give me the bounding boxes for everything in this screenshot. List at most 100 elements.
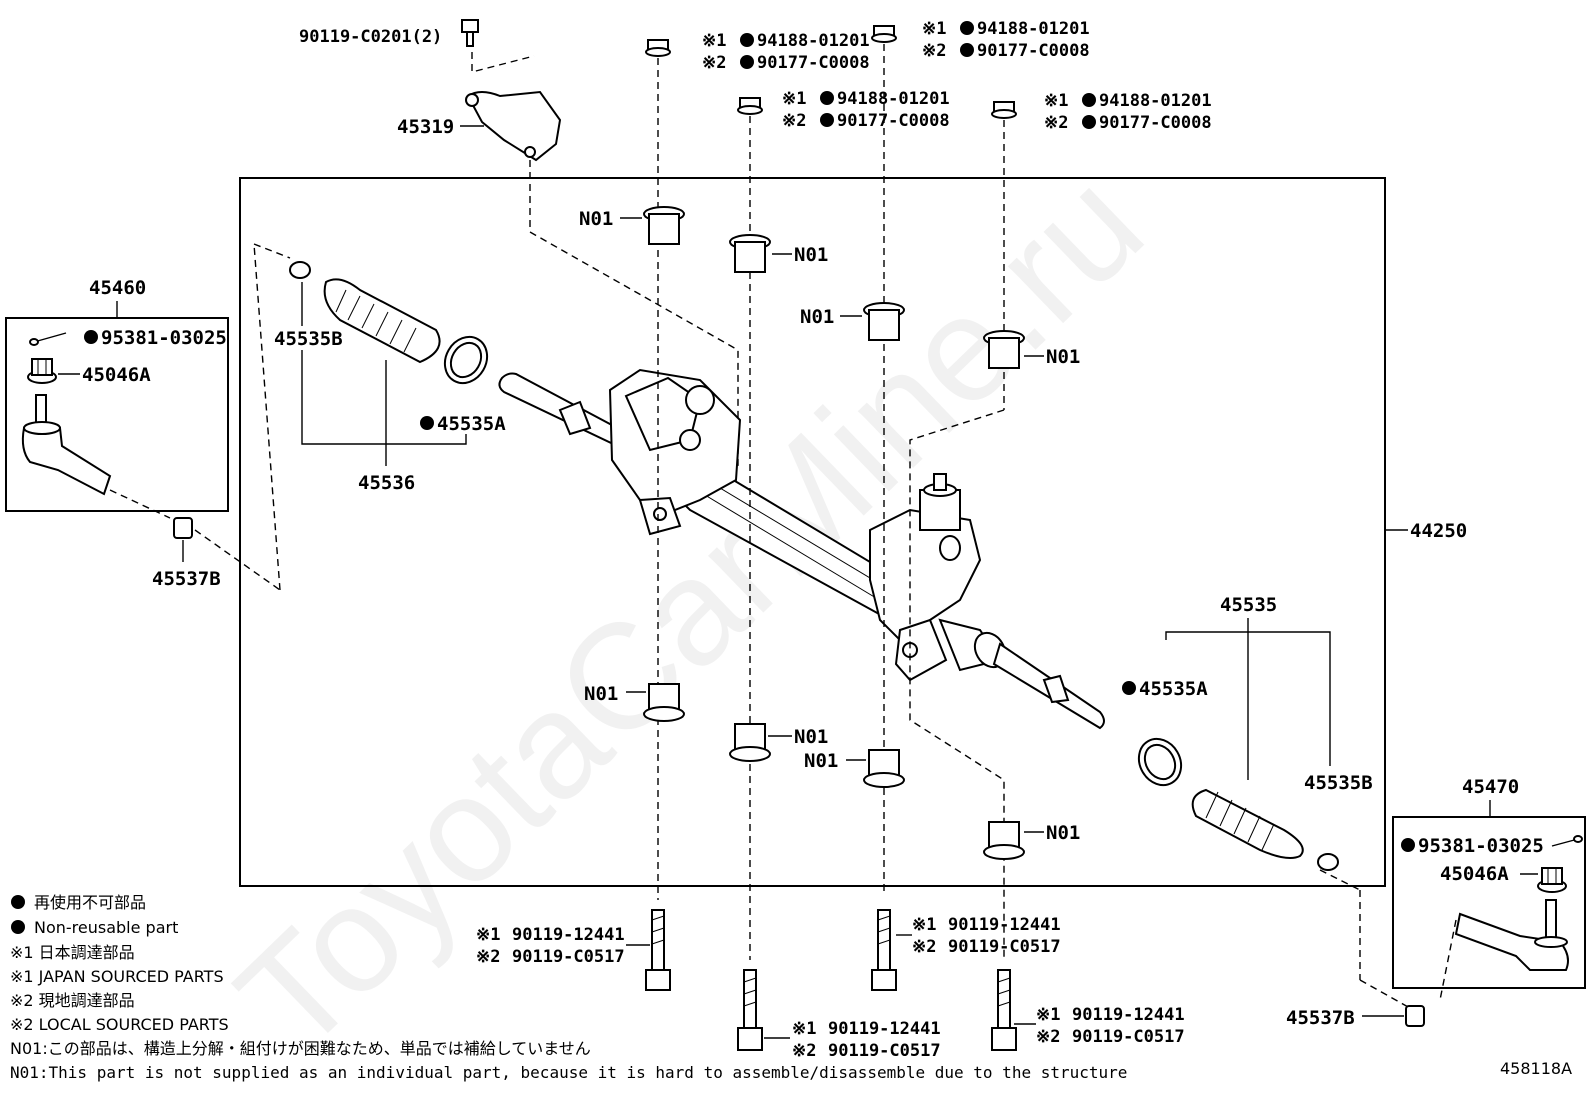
nonreusable-mark-icon: [11, 920, 25, 934]
bolt4-local-mark: ※2: [1036, 1027, 1060, 1047]
right-plug-number[interactable]: 45537B: [1286, 1007, 1355, 1029]
bolt1-jp-number[interactable]: 90119-12441: [512, 925, 625, 945]
nonreusable-mark-icon: [820, 113, 834, 127]
bushing-icon: [863, 302, 905, 341]
nut-icon: [645, 39, 671, 57]
nut4-jp-mark: ※1: [1044, 91, 1068, 111]
legend: 再使用不可部品 Non-reusable part ※1 日本調達部品 ※1 J…: [10, 893, 1127, 1082]
left-tie-rod-end-icon: [21, 394, 112, 496]
bolt-icon: [645, 909, 671, 991]
nut-icon: [871, 25, 897, 43]
assembly-frame: [239, 177, 1386, 887]
left-boot-clip-number[interactable]: 45535B: [274, 328, 343, 350]
right-boot-clamp-icon: [1137, 737, 1183, 787]
nonreusable-mark-icon: [740, 33, 754, 47]
bushing-label[interactable]: N01: [584, 683, 618, 705]
bushing-label[interactable]: N01: [1046, 346, 1080, 368]
nut4-jp-number[interactable]: 94188-01201: [1099, 91, 1212, 111]
bolt1-local-mark: ※2: [476, 947, 500, 967]
right-boot-clip-number[interactable]: 45535B: [1304, 772, 1373, 794]
bushing-icon: [983, 330, 1025, 369]
nut-icon: [991, 101, 1017, 119]
left-tie-rod-number[interactable]: 45460: [89, 277, 146, 299]
nonreusable-mark-icon: [960, 21, 974, 35]
nut3-local-number[interactable]: 90177-C0008: [977, 41, 1090, 61]
right-tie-rod-number[interactable]: 45470: [1462, 776, 1519, 798]
bushing-icon: [863, 749, 905, 788]
bolt4-local-number[interactable]: 90119-C0517: [1072, 1027, 1185, 1047]
legend-japan-sourced-en: ※1 JAPAN SOURCED PARTS: [10, 967, 224, 986]
nut2-jp-number[interactable]: 94188-01201: [837, 89, 950, 109]
bushing-label[interactable]: N01: [800, 306, 834, 328]
nut2-jp-mark: ※1: [782, 89, 806, 109]
steering-rack-icon: [498, 368, 1105, 730]
legend-n01-note-jp: N01:この部品は、構造上分解・組付けが困難なため、単品では補給していません: [10, 1039, 591, 1058]
right-cotter-pin-number[interactable]: 95381-03025: [1418, 835, 1544, 857]
nonreusable-mark-icon: [1122, 681, 1136, 695]
insulator-cover-icon: [465, 90, 562, 162]
nut3-jp-number[interactable]: 94188-01201: [977, 19, 1090, 39]
bolt2-local-number[interactable]: 90119-C0517: [828, 1041, 941, 1061]
bolt3-jp-mark: ※1: [912, 915, 936, 935]
insulator-cover-number[interactable]: 45319: [397, 116, 454, 138]
legend-nonreusable-en: Non-reusable part: [34, 918, 178, 937]
bolt-icon: [461, 19, 479, 47]
nonreusable-mark-icon: [960, 43, 974, 57]
cover-bolt-number[interactable]: 90119-C0201(2): [299, 27, 442, 47]
bushing-icon: [983, 821, 1025, 860]
left-plug-icon: [173, 517, 193, 539]
bolt1-local-number[interactable]: 90119-C0517: [512, 947, 625, 967]
nonreusable-mark-icon: [1401, 838, 1415, 852]
bolt3-jp-number[interactable]: 90119-12441: [948, 915, 1061, 935]
bolt-icon: [991, 969, 1017, 1051]
left-boot-icon: [323, 278, 441, 364]
nut4-local-number[interactable]: 90177-C0008: [1099, 113, 1212, 133]
left-plug-number[interactable]: 45537B: [152, 568, 221, 590]
bolt4-jp-number[interactable]: 90119-12441: [1072, 1005, 1185, 1025]
bolt2-jp-number[interactable]: 90119-12441: [828, 1019, 941, 1039]
nonreusable-mark-icon: [740, 55, 754, 69]
left-cotter-pin-number[interactable]: 95381-03025: [101, 327, 227, 349]
left-boot-clamp-number[interactable]: 45535A: [437, 413, 506, 435]
castle-nut-icon: [1537, 867, 1567, 893]
right-boot-clamp-number[interactable]: 45535A: [1139, 678, 1208, 700]
left-boot-clip-icon: [289, 261, 311, 279]
legend-n01-note-en: N01:This part is not supplied as an indi…: [10, 1063, 1127, 1082]
nut-icon: [737, 97, 763, 115]
nonreusable-mark-icon: [1082, 115, 1096, 129]
bolt3-local-number[interactable]: 90119-C0517: [948, 937, 1061, 957]
nonreusable-mark-icon: [1082, 93, 1096, 107]
legend-nonreusable-jp: 再使用不可部品: [34, 893, 146, 912]
nut1-jp-number[interactable]: 94188-01201: [757, 31, 870, 51]
nut2-local-number[interactable]: 90177-C0008: [837, 111, 950, 131]
bolt2-jp-mark: ※1: [792, 1019, 816, 1039]
left-castle-nut-number[interactable]: 45046A: [82, 364, 151, 386]
cotter-pin-icon: [1551, 835, 1583, 847]
bushing-label[interactable]: N01: [794, 726, 828, 748]
bushing-label[interactable]: N01: [794, 244, 828, 266]
nut2-local-mark: ※2: [782, 111, 806, 131]
nonreusable-mark-icon: [11, 895, 25, 909]
right-tie-rod-end-icon: [1454, 899, 1569, 971]
bushing-label[interactable]: N01: [804, 750, 838, 772]
left-boot-number[interactable]: 45536: [358, 472, 415, 494]
assembly-number[interactable]: 44250: [1410, 520, 1467, 542]
left-boot-clamp-icon: [443, 335, 489, 385]
nut4-local-mark: ※2: [1044, 113, 1068, 133]
bushing-label[interactable]: N01: [579, 208, 613, 230]
nut3-jp-mark: ※1: [922, 19, 946, 39]
bolt-icon: [871, 909, 897, 991]
right-castle-nut-number[interactable]: 45046A: [1440, 863, 1509, 885]
bolt-icon: [737, 969, 763, 1051]
bushing-label[interactable]: N01: [1046, 822, 1080, 844]
right-boot-number[interactable]: 45535: [1220, 594, 1277, 616]
nonreusable-mark-icon: [84, 330, 98, 344]
nonreusable-mark-icon: [820, 91, 834, 105]
bushing-icon: [643, 206, 685, 245]
bushing-icon: [729, 234, 771, 273]
nut3-local-mark: ※2: [922, 41, 946, 61]
right-plug-icon: [1405, 1005, 1425, 1027]
nut1-local-number[interactable]: 90177-C0008: [757, 53, 870, 73]
right-boot-icon: [1191, 788, 1304, 859]
